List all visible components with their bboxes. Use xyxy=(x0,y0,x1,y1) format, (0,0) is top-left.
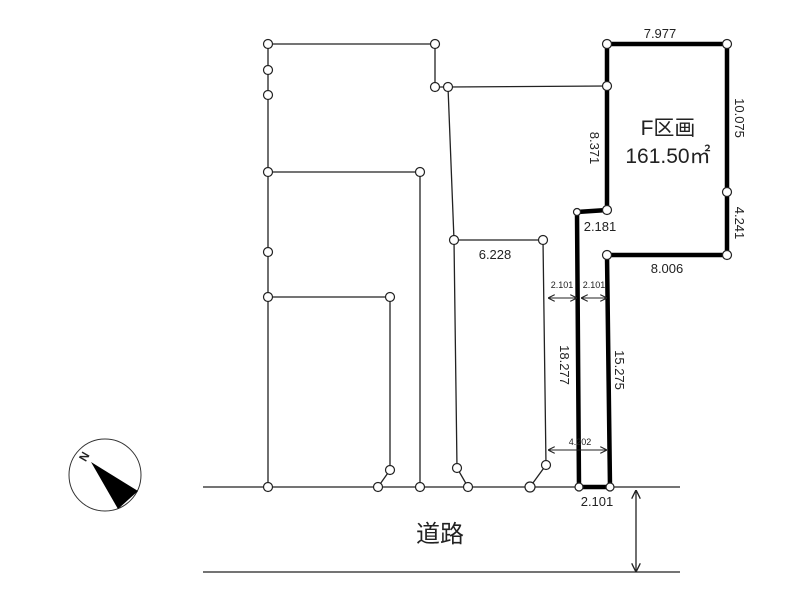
dim-right-lower: 4.241 xyxy=(732,207,747,240)
dimension-arrows xyxy=(548,298,607,450)
neighbor-lot-lines xyxy=(267,43,608,488)
lot-area: 161.50㎡ xyxy=(625,144,710,168)
dim-flag-left: 18.277 xyxy=(557,345,572,385)
lot-name: F区画 xyxy=(641,117,696,140)
dim-frontage: 2.101 xyxy=(581,494,614,509)
dim-flag-right: 15.275 xyxy=(612,350,627,390)
dim-top: 7.977 xyxy=(644,26,677,41)
survey-points xyxy=(262,38,733,493)
dim-width-total: 4.202 xyxy=(569,437,592,447)
dim-bottom-edge: 8.006 xyxy=(651,261,684,276)
dim-width-right: 2.101 xyxy=(583,280,606,290)
compass-icon: N xyxy=(68,438,142,512)
dim-right-upper: 10.075 xyxy=(732,98,747,138)
dim-neighbor: 6.228 xyxy=(479,247,512,262)
dim-width-left: 2.101 xyxy=(551,280,574,290)
road-label: 道路 xyxy=(416,521,464,548)
dim-left-upper: 8.371 xyxy=(587,132,602,165)
dim-step: 2.181 xyxy=(584,219,617,234)
